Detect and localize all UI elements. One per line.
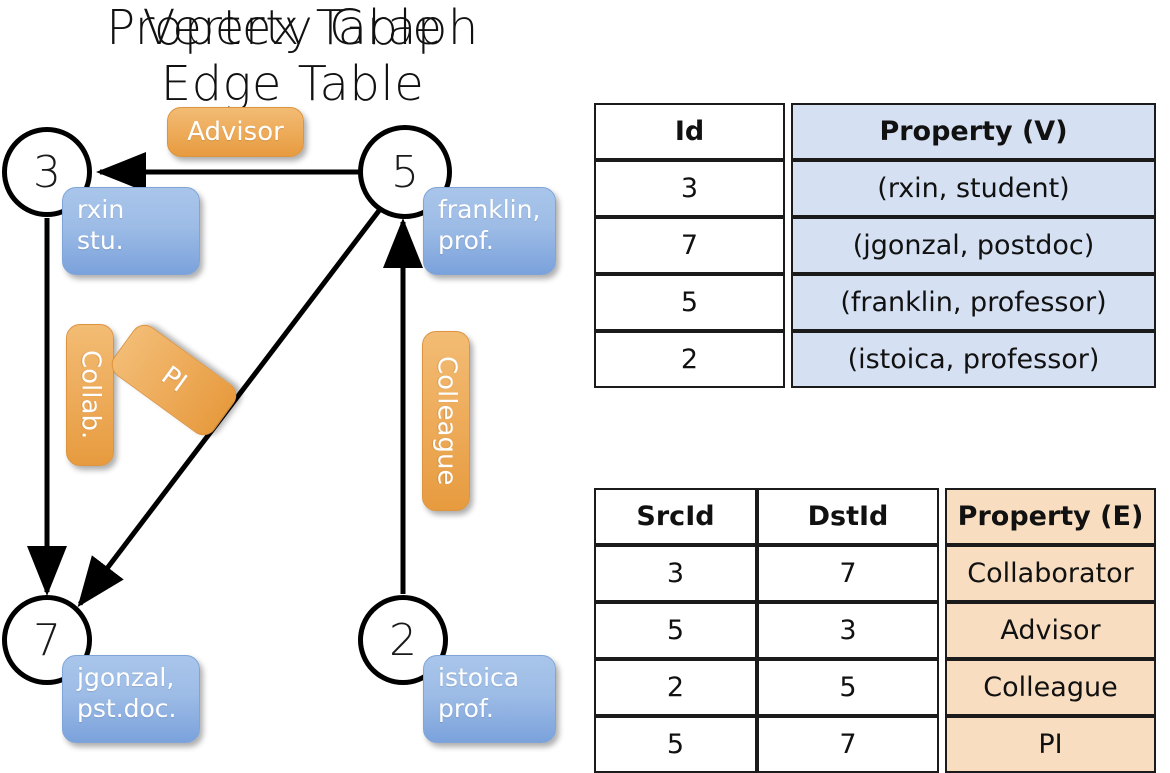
vertex-property-line-1: istoica bbox=[438, 663, 520, 692]
edge-cell-srcid: 3 bbox=[594, 545, 757, 602]
vertex-property-line-2: stu. bbox=[77, 226, 124, 256]
table-row[interactable]: 3 (rxin, student) bbox=[594, 160, 1156, 217]
edge-label-collab[interactable]: Collab. bbox=[66, 324, 114, 466]
node-2[interactable]: 2 bbox=[358, 595, 448, 685]
table-row[interactable]: 3 7 Collaborator bbox=[594, 545, 1156, 602]
vertex-property-badge-3[interactable]: rxin stu. bbox=[62, 187, 200, 275]
edge-header-srcid: SrcId bbox=[594, 488, 757, 545]
vertex-cell-property: (rxin, student) bbox=[791, 160, 1156, 217]
vertex-property-line-1: rxin bbox=[77, 195, 125, 224]
table-row[interactable]: 5 3 Advisor bbox=[594, 602, 1156, 659]
vertex-property-badge-5[interactable]: franklin, prof. bbox=[423, 187, 556, 275]
edge-label-advisor[interactable]: Advisor bbox=[167, 107, 304, 157]
edge-table-title: Edge Table bbox=[160, 56, 425, 112]
edge-label-pi-text: PI bbox=[155, 360, 193, 399]
table-row[interactable]: 2 5 Colleague bbox=[594, 659, 1156, 716]
vertex-property-badge-2[interactable]: istoica prof. bbox=[423, 655, 556, 743]
vertex-header-id: Id bbox=[594, 103, 785, 160]
edge-cell-dstid: 5 bbox=[757, 659, 939, 716]
vertex-table: Id Property (V) 3 (rxin, student) 7 (jgo… bbox=[594, 103, 1156, 388]
edge-table: SrcId DstId Property (E) 3 7 Collaborato… bbox=[594, 488, 1156, 773]
vertex-cell-property: (jgonzal, postdoc) bbox=[791, 217, 1156, 274]
edge-table-header-row: SrcId DstId Property (E) bbox=[594, 488, 1156, 545]
vertex-cell-property: (istoica, professor) bbox=[791, 331, 1156, 388]
vertex-table-header-row: Id Property (V) bbox=[594, 103, 1156, 160]
vertex-cell-property: (franklin, professor) bbox=[791, 274, 1156, 331]
vertex-property-line-1: franklin, bbox=[438, 195, 541, 224]
edge-label-colleague[interactable]: Colleague bbox=[422, 331, 470, 511]
vertex-cell-id: 3 bbox=[594, 160, 785, 217]
edge-cell-property: Colleague bbox=[945, 659, 1156, 716]
vertex-property-line-2: pst.doc. bbox=[77, 694, 177, 724]
table-row[interactable]: 5 (franklin, professor) bbox=[594, 274, 1156, 331]
vertex-cell-id: 2 bbox=[594, 331, 785, 388]
edge-cell-dstid: 7 bbox=[757, 545, 939, 602]
node-5-label: 5 bbox=[391, 146, 419, 198]
edge-cell-dstid: 7 bbox=[757, 716, 939, 773]
edge-header-property: Property (E) bbox=[945, 488, 1156, 545]
edge-cell-property: PI bbox=[945, 716, 1156, 773]
edge-header-dstid: DstId bbox=[757, 488, 939, 545]
vertex-header-property: Property (V) bbox=[791, 103, 1156, 160]
table-row[interactable]: 5 7 PI bbox=[594, 716, 1156, 773]
node-3-label: 3 bbox=[33, 146, 61, 198]
vertex-property-line-2: prof. bbox=[438, 694, 494, 724]
node-2-label: 2 bbox=[389, 614, 417, 666]
property-graph-panel: Property Graph 3 5 7 2 rxin stu. frankli… bbox=[0, 0, 585, 760]
edge-label-colleague-text: Colleague bbox=[431, 356, 462, 486]
graph-title: Property Graph bbox=[106, 0, 479, 56]
edge-cell-property: Advisor bbox=[945, 602, 1156, 659]
table-row[interactable]: 2 (istoica, professor) bbox=[594, 331, 1156, 388]
edge-cell-property: Collaborator bbox=[945, 545, 1156, 602]
vertex-cell-id: 7 bbox=[594, 217, 785, 274]
vertex-property-line-2: prof. bbox=[438, 226, 494, 256]
table-row[interactable]: 7 (jgonzal, postdoc) bbox=[594, 217, 1156, 274]
node-5[interactable]: 5 bbox=[358, 125, 452, 219]
vertex-cell-id: 5 bbox=[594, 274, 785, 331]
edge-cell-srcid: 2 bbox=[594, 659, 757, 716]
node-7-label: 7 bbox=[33, 614, 61, 666]
vertex-property-line-1: jgonzal, bbox=[77, 663, 175, 692]
edge-cell-dstid: 3 bbox=[757, 602, 939, 659]
vertex-property-badge-7[interactable]: jgonzal, pst.doc. bbox=[62, 655, 200, 743]
edge-cell-srcid: 5 bbox=[594, 602, 757, 659]
edge-label-advisor-text: Advisor bbox=[187, 116, 284, 147]
edge-cell-srcid: 5 bbox=[594, 716, 757, 773]
edge-label-collab-text: Collab. bbox=[75, 350, 106, 440]
vertex-table-title: Vertex Table bbox=[142, 0, 443, 56]
